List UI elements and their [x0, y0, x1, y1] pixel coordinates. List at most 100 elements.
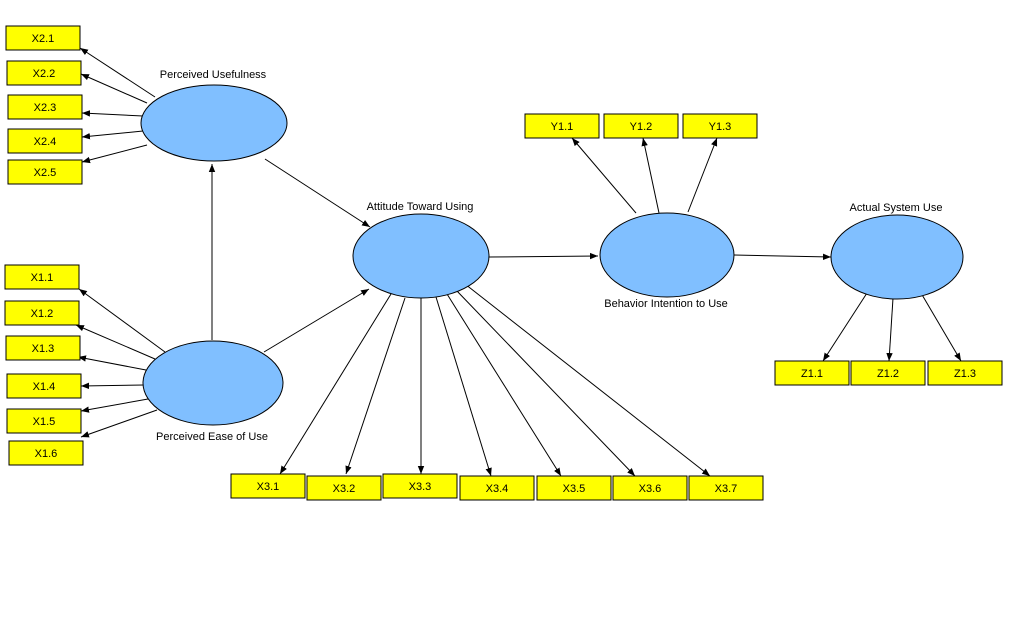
- indicator-X2.5[interactable]: X2.5: [7, 159, 83, 185]
- construct-ellipse[interactable]: [599, 212, 735, 298]
- construct-ellipse[interactable]: [142, 340, 284, 426]
- indicator-label: Z1.1: [801, 368, 823, 380]
- indicator-X3.5[interactable]: X3.5: [536, 475, 612, 501]
- indicator-label: X3.6: [639, 483, 662, 495]
- indicator-X3.2[interactable]: X3.2: [306, 475, 382, 501]
- indicator-box[interactable]: [6, 373, 82, 399]
- indicator-X3.7[interactable]: X3.7: [688, 475, 764, 501]
- loading-X2.4: [81, 130, 144, 140]
- indicator-X1.5[interactable]: X1.5: [6, 408, 82, 434]
- indicator-box[interactable]: [8, 440, 84, 466]
- construct-ellipse[interactable]: [830, 214, 964, 300]
- indicator-box[interactable]: [688, 475, 764, 501]
- indicator-label: X1.4: [33, 381, 56, 393]
- loading-X3.6: [455, 289, 636, 477]
- indicator-X3.3[interactable]: X3.3: [382, 473, 458, 499]
- indicator-box[interactable]: [5, 25, 81, 51]
- loading-X2.5: [81, 144, 148, 164]
- construct-atu[interactable]: [352, 213, 490, 299]
- indicator-box[interactable]: [774, 360, 850, 386]
- indicator-box[interactable]: [4, 300, 80, 326]
- indicator-Z1.3[interactable]: Z1.3: [927, 360, 1003, 386]
- loading-X1.5: [80, 398, 149, 413]
- indicator-label: X1.2: [31, 308, 54, 320]
- loading-Z1.3: [920, 292, 962, 362]
- indicator-X2.2[interactable]: X2.2: [6, 60, 82, 86]
- indicator-box[interactable]: [603, 113, 679, 139]
- construct-label-asu: Actual System Use: [850, 202, 943, 214]
- indicator-X1.2[interactable]: X1.2: [4, 300, 80, 326]
- indicator-X2.3[interactable]: X2.3: [7, 94, 83, 120]
- construct-bi[interactable]: [599, 212, 735, 298]
- indicator-box[interactable]: [7, 159, 83, 185]
- construct-asu[interactable]: [830, 214, 964, 300]
- construct-peou[interactable]: [142, 340, 284, 426]
- indicator-X1.6[interactable]: X1.6: [8, 440, 84, 466]
- indicator-X1.3[interactable]: X1.3: [5, 335, 81, 361]
- nodes: X2.1X2.2X2.3X2.4X2.5X1.1X1.2X1.3X1.4X1.5…: [4, 25, 1003, 501]
- indicator-X3.1[interactable]: X3.1: [230, 473, 306, 499]
- construct-ellipse[interactable]: [352, 213, 490, 299]
- indicator-X2.1[interactable]: X2.1: [5, 25, 81, 51]
- indicator-box[interactable]: [4, 264, 80, 290]
- indicator-Z1.2[interactable]: Z1.2: [850, 360, 926, 386]
- indicator-X3.4[interactable]: X3.4: [459, 475, 535, 501]
- indicator-box[interactable]: [6, 60, 82, 86]
- indicator-label: X3.3: [409, 481, 432, 493]
- loading-Y1.3: [687, 137, 718, 213]
- construct-label-pu: Perceived Usefulness: [160, 69, 267, 81]
- construct-label-atu: Attitude Toward Using: [367, 201, 474, 213]
- indicator-X2.4[interactable]: X2.4: [7, 128, 83, 154]
- loading-X3.7: [464, 283, 711, 477]
- loading-X3.1: [279, 293, 392, 475]
- indicator-label: X3.1: [257, 481, 280, 493]
- indicator-box[interactable]: [850, 360, 926, 386]
- indicator-label: X3.2: [333, 483, 356, 495]
- construct-ellipse[interactable]: [140, 84, 288, 162]
- indicator-label: Y1.3: [709, 121, 732, 133]
- edges: [75, 47, 962, 477]
- construct-pu[interactable]: [140, 84, 288, 162]
- indicator-box[interactable]: [6, 408, 82, 434]
- loading-Z1.1: [822, 292, 868, 362]
- indicator-box[interactable]: [459, 475, 535, 501]
- indicator-X1.4[interactable]: X1.4: [6, 373, 82, 399]
- indicator-X3.6[interactable]: X3.6: [612, 475, 688, 501]
- construct-label-bi: Behavior Intention to Use: [604, 298, 728, 310]
- loading-X3.5: [446, 293, 562, 477]
- path-atu-bi: [488, 252, 599, 260]
- indicator-box[interactable]: [306, 475, 382, 501]
- indicator-label: X3.7: [715, 483, 738, 495]
- indicator-box[interactable]: [536, 475, 612, 501]
- indicator-box[interactable]: [7, 94, 83, 120]
- indicator-label: X2.2: [33, 68, 56, 80]
- indicator-box[interactable]: [230, 473, 306, 499]
- indicator-Z1.1[interactable]: Z1.1: [774, 360, 850, 386]
- indicator-box[interactable]: [7, 128, 83, 154]
- indicator-box[interactable]: [382, 473, 458, 499]
- indicator-box[interactable]: [524, 113, 600, 139]
- indicator-label: X2.5: [34, 167, 57, 179]
- indicator-label: X2.4: [34, 136, 57, 148]
- loading-X1.6: [80, 409, 158, 438]
- indicator-label: X1.1: [31, 272, 54, 284]
- path-bi-asu: [733, 253, 832, 261]
- indicator-X1.1[interactable]: X1.1: [4, 264, 80, 290]
- indicator-box[interactable]: [612, 475, 688, 501]
- construct-label-peou: Perceived Ease of Use: [156, 431, 268, 443]
- indicator-Y1.2[interactable]: Y1.2: [603, 113, 679, 139]
- loading-X1.4: [80, 382, 145, 390]
- indicator-Y1.1[interactable]: Y1.1: [524, 113, 600, 139]
- indicator-label: X3.4: [486, 483, 509, 495]
- indicator-Y1.3[interactable]: Y1.3: [682, 113, 758, 139]
- loading-X1.2: [75, 324, 156, 360]
- loading-Y1.1: [571, 137, 637, 214]
- indicator-label: X1.3: [32, 343, 55, 355]
- indicator-box[interactable]: [5, 335, 81, 361]
- indicator-box[interactable]: [682, 113, 758, 139]
- loading-X1.3: [77, 355, 147, 371]
- loading-X2.2: [80, 73, 148, 104]
- indicator-box[interactable]: [927, 360, 1003, 386]
